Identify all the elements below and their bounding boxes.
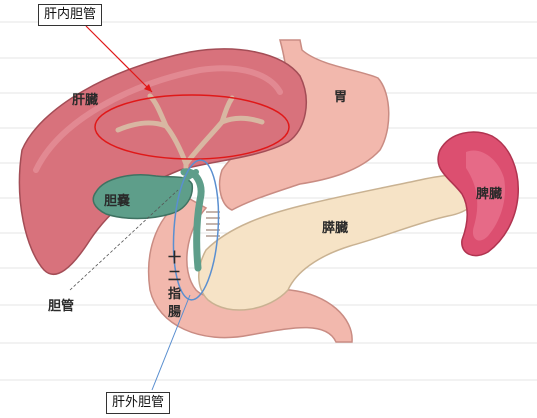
- duodenum-char-2: 二: [168, 269, 181, 284]
- duodenum-label: 十 二 指 腸: [168, 250, 181, 320]
- duodenum-char-3: 指: [168, 286, 181, 302]
- gallbladder-label: 胆嚢: [104, 193, 131, 209]
- bile-duct-label: 胆管: [48, 298, 74, 314]
- intrahepatic-leader-line: [85, 25, 153, 93]
- extrahepatic-highlight-ellipse: [172, 159, 220, 301]
- liver-shape: [18, 48, 307, 276]
- intrahepatic-arrowhead: [144, 84, 152, 92]
- extrahepatic-leader-line: [151, 294, 191, 391]
- intrahepatic-callout: 肝内胆管: [38, 4, 103, 26]
- intrahepatic-highlight-ellipse: [94, 94, 290, 160]
- duodenum-char-1: 十: [168, 250, 181, 266]
- cystic-duct: [173, 169, 199, 191]
- pancreas-shape: [198, 174, 481, 311]
- liver-highlight: [33, 65, 283, 173]
- gallbladder-shape: [92, 174, 194, 220]
- duodenum-char-4: 腸: [168, 305, 181, 320]
- duodenum-shape: [147, 197, 353, 343]
- pancreas-label: 膵臓: [322, 220, 348, 236]
- stomach-label: 胃: [334, 90, 347, 105]
- spleen-label: 脾臓: [476, 186, 502, 202]
- spleen-inner: [466, 150, 506, 241]
- liver-label: 肝臓: [72, 92, 98, 108]
- extrahepatic-callout: 肝外胆管: [106, 392, 171, 414]
- bile-duct-leader-line: [69, 189, 179, 291]
